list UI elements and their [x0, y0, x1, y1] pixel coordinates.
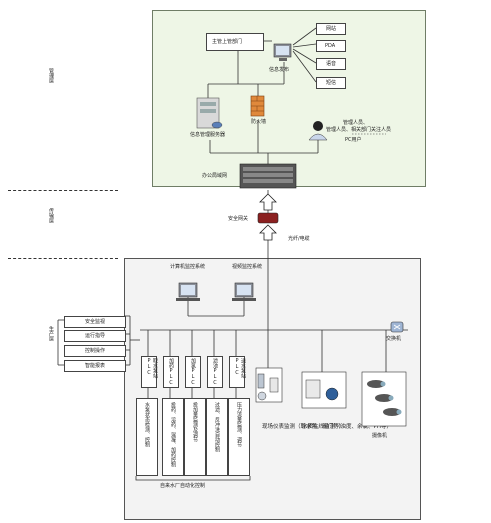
plc-box-dosing: 加药PLC: [163, 356, 179, 388]
plc-label-dosing: 加药PLC: [168, 358, 174, 386]
water-quality-label: 水质在线监测（浊度、余氯、PH等）: [302, 424, 392, 430]
info-server-label: 信息管理服务器: [190, 132, 226, 138]
lan-label: 办公局域网: [202, 173, 228, 179]
output-label-website: 网站: [326, 26, 337, 32]
field-instruments-label: 现场仪表监测（取水泵、阀门等）: [262, 424, 345, 430]
main-dept-label: 主管上管部门: [212, 39, 243, 45]
function-security-monitor: 安全监视: [64, 316, 126, 328]
separator-transmission-production: [8, 258, 118, 259]
separator-management-transmission: [8, 190, 118, 191]
auto-control-label: 自来水厂自动化控制: [160, 483, 206, 489]
function-operation-guide: 运行指导: [64, 330, 126, 342]
video-monitor-label: 视频监控系统: [232, 264, 263, 270]
plc-detail-label-dosing: 投药、溶药、混凝、加药控制: [170, 402, 176, 467]
output-box-sms: 短信: [316, 77, 346, 89]
security-gateway-label: 安全网关: [228, 216, 249, 222]
managers-label-line1: 管理人员、: [343, 120, 369, 126]
plc-detail-filter: 过滤、反冲洗自动控制: [206, 398, 228, 476]
function-smart-report: 智能报表: [64, 360, 126, 372]
plc-label-intake: 取水泵站PLC: [146, 358, 158, 378]
plc-detail-label-filter: 过滤、反冲洗自动控制: [214, 402, 220, 452]
output-box-pda: PDA: [316, 40, 346, 52]
main-dept-box: 主管上管部门: [206, 33, 264, 51]
output-box-website: 网站: [316, 23, 346, 35]
layer-label-production: 生产层: [48, 326, 54, 341]
function-control-operation: 控制操作: [64, 345, 126, 357]
plc-box-intake: 取水泵站PLC: [141, 356, 158, 388]
plc-detail-label-chlorine: 投加量监测及调节: [192, 402, 198, 442]
output-label-sms: 短信: [326, 80, 337, 86]
plc-label-chlorine: 加氯PLC: [190, 358, 196, 386]
plc-detail-label-intake: 水泵状态检测、控制: [144, 402, 150, 447]
plc-detail-chlorine: 投加量监测及调节: [184, 398, 206, 476]
plc-box-supply: 送水泵站PLC: [229, 356, 246, 388]
computer-monitor-label: 计算机监控系统: [170, 264, 206, 270]
plc-detail-intake: 水泵状态检测、控制: [136, 398, 158, 476]
layer-label-management: 管理层: [48, 68, 54, 83]
layer-label-transmission: 传输层: [48, 208, 54, 223]
switch-label: 交换机: [386, 336, 402, 342]
fiber-label: 光纤/电缆: [288, 236, 310, 242]
output-box-voice: 语音: [316, 58, 346, 70]
plc-detail-dosing: 投药、溶药、混凝、加药控制: [162, 398, 184, 476]
camera-label: 摄像机: [372, 433, 388, 439]
output-label-voice: 语音: [326, 61, 337, 67]
plc-label-filter: 滤池PLC: [212, 358, 218, 386]
info-publish-label: 信息发布: [269, 67, 290, 73]
plc-box-filter: 滤池PLC: [207, 356, 223, 388]
plc-label-supply: 送水泵站PLC: [234, 358, 246, 378]
plc-detail-label-supply: 压力流量监测、调节: [236, 402, 242, 447]
plc-detail-supply: 压力流量监测、调节: [228, 398, 250, 476]
output-label-pda: PDA: [325, 43, 336, 49]
pc-user-label: PC用户: [345, 137, 362, 143]
firewall-label: 防火墙: [251, 119, 267, 125]
managers-label: 管理人员、相关部门关注人员: [326, 127, 392, 133]
plc-box-chlorine: 加氯PLC: [185, 356, 201, 388]
